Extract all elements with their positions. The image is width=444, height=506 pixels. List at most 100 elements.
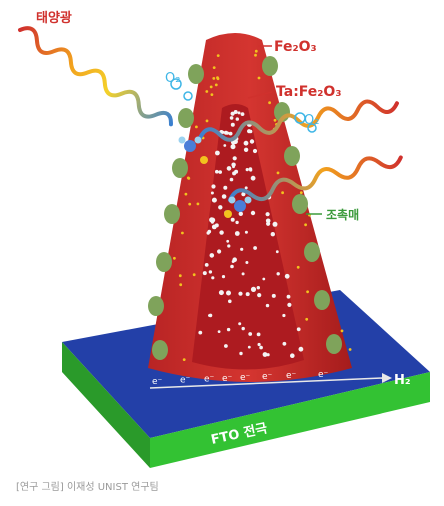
core-dot xyxy=(211,197,217,203)
core-dot xyxy=(256,286,260,290)
core-dot xyxy=(282,313,286,318)
core-dot xyxy=(229,177,234,182)
sunlight-label: 태양광 xyxy=(36,11,72,26)
core-dot xyxy=(262,352,268,357)
core-dot xyxy=(224,344,228,348)
core-dot xyxy=(208,270,213,274)
core-dot xyxy=(298,346,304,352)
figure-caption: [연구 그림] 이재성 UNIST 연구팀 xyxy=(16,482,159,493)
core-dot xyxy=(231,260,235,263)
core-dot xyxy=(234,231,240,236)
core-dot xyxy=(218,205,223,210)
shell-dot xyxy=(340,329,344,333)
core-dot xyxy=(238,291,243,296)
electron-label: e⁻ xyxy=(180,376,191,386)
core-dot xyxy=(230,122,235,127)
electron-flow-arrowhead xyxy=(382,373,392,383)
core-dot xyxy=(256,332,261,337)
core-dot xyxy=(217,330,221,333)
shell-dot xyxy=(304,223,307,227)
core-dot xyxy=(241,326,245,331)
shell-dot xyxy=(209,85,213,89)
core-dot xyxy=(265,218,271,224)
cocatalyst-bump xyxy=(172,158,188,178)
o2-bubble-left: O₂ xyxy=(165,71,193,101)
shell-dot xyxy=(348,348,352,351)
core-dot xyxy=(244,230,248,234)
shell-dot xyxy=(184,192,188,196)
o2-label-right: O₂ xyxy=(304,113,319,128)
core-dot xyxy=(238,211,243,216)
cocatalyst-bump xyxy=(314,290,330,310)
core-dot xyxy=(211,276,215,280)
core-dot xyxy=(233,110,238,114)
shell-dot xyxy=(257,76,261,80)
core-dot xyxy=(243,147,249,152)
core-dot xyxy=(215,150,220,156)
core-dot xyxy=(265,212,270,217)
substrate-side-face xyxy=(150,372,430,468)
core-dot xyxy=(249,129,253,134)
ta-fe2o3-leader xyxy=(247,91,273,99)
core-dot xyxy=(226,290,231,296)
shell-dot xyxy=(178,274,182,278)
shell-dot xyxy=(181,231,184,235)
core-dot xyxy=(228,299,232,304)
core-dot xyxy=(211,184,216,189)
core-dot xyxy=(238,322,242,326)
core-dot xyxy=(248,167,253,171)
sunlight-wave-mid xyxy=(198,99,399,142)
core-dot xyxy=(257,293,262,298)
shell-dot xyxy=(281,191,284,195)
core-dot xyxy=(240,247,244,251)
shell-dot xyxy=(192,273,196,277)
core-dot xyxy=(250,210,256,216)
electron-flow-line xyxy=(149,377,383,389)
core-dot xyxy=(221,275,226,279)
shell-dot xyxy=(296,265,300,269)
cocatalyst-bump xyxy=(148,296,164,316)
core-dot xyxy=(210,191,214,195)
sunlight-wave-right xyxy=(228,155,403,202)
shell-dot xyxy=(276,171,280,175)
shell-dot xyxy=(273,118,277,122)
core-dot xyxy=(208,313,213,318)
electron-labels: e⁻e⁻e⁻e⁻e⁻e⁻e⁻e⁻ xyxy=(152,370,329,387)
core-dot xyxy=(272,221,278,227)
core-dot xyxy=(249,139,255,144)
core-dot xyxy=(230,264,234,269)
core-dot xyxy=(282,341,287,346)
core-dot xyxy=(244,186,248,190)
core-dot xyxy=(223,185,228,190)
electron-label: e⁻ xyxy=(240,373,251,383)
cocatalyst-bump xyxy=(188,64,204,84)
shell-dot xyxy=(216,54,220,57)
core-dot xyxy=(228,131,233,136)
core-dot xyxy=(243,140,249,146)
core-dot xyxy=(257,342,261,347)
cocatalyst-label: 조촉매 xyxy=(326,207,359,222)
electron-label: e⁻ xyxy=(262,372,273,382)
electron-label: e⁻ xyxy=(204,375,215,385)
shell-dots xyxy=(173,49,352,361)
core-dot xyxy=(230,217,235,222)
ta-fe2o3-label: Ta:Fe₂O₃ xyxy=(276,84,341,100)
core-dot xyxy=(271,293,276,298)
core-dot xyxy=(232,171,237,176)
core-dot xyxy=(245,261,249,264)
core-dot xyxy=(284,273,290,279)
core-dot xyxy=(237,111,241,115)
core-dot xyxy=(247,345,251,349)
core-dot xyxy=(219,230,224,235)
o2-label-left: O₂ xyxy=(165,71,180,86)
shell-dot xyxy=(268,101,271,105)
core-dot xyxy=(241,192,246,197)
core-dot xyxy=(239,351,243,356)
core-dot xyxy=(253,246,257,250)
cocatalyst-bump xyxy=(292,194,308,214)
core-dot xyxy=(221,194,227,199)
cocatalyst-bump xyxy=(164,204,180,224)
shell-dot xyxy=(305,317,309,321)
cocatalyst-bump xyxy=(284,146,300,166)
shell-dot xyxy=(182,358,186,361)
